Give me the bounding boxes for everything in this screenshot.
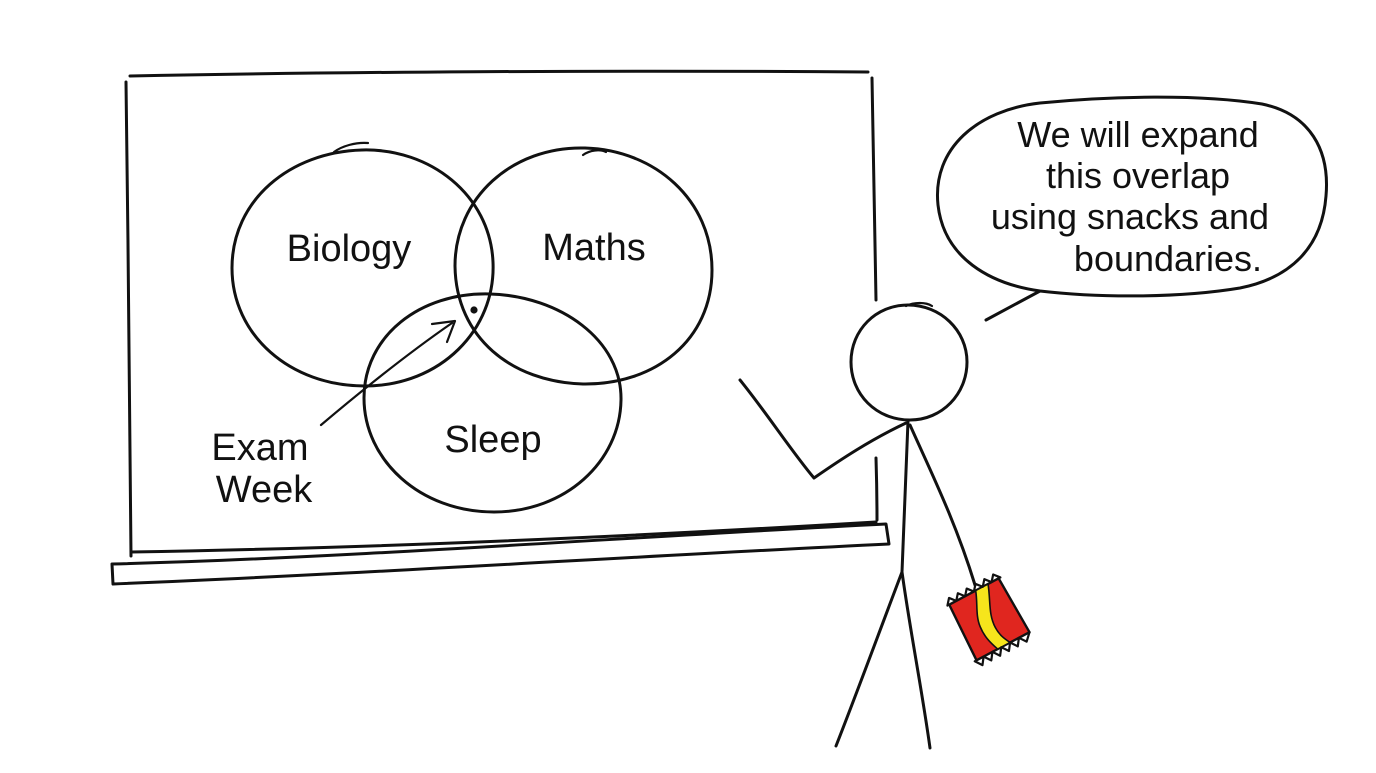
snack-bag-icon [946,573,1031,667]
stick-figure-snack-arm [908,423,977,587]
speech-bubble-line-4: boundaries. [1074,238,1262,279]
speech-bubble-line-1: We will expand [1017,114,1258,155]
venn-circle-biology-overstroke [332,141,370,154]
speech-bubble-outline [935,95,1328,322]
snack-bag-bottom-crimp [973,631,1031,667]
whiteboard-right-edge [870,76,879,522]
exam-week-arrow-line [319,321,454,427]
venn-circle-maths [453,146,714,386]
stick-figure-head [849,303,969,422]
stick-figure-body [900,419,910,574]
speech-bubble-line-2: this overlap [1046,155,1230,196]
venn-label-biology: Biology [287,228,412,270]
whiteboard [110,69,891,586]
venn-diagram: Biology Maths Sleep Exam Week [211,141,714,514]
whiteboard-top-edge [128,69,870,78]
annotation-label-line1: Exam [211,427,308,469]
venn-label-maths: Maths [542,227,645,269]
whiteboard-marker-tray [110,522,891,586]
stick-figure-pointing-arm [738,378,908,480]
stick-figure [738,301,977,750]
stick-figure-head-overstroke [904,301,934,308]
exam-week-arrow-head [430,319,457,344]
venn-circle-sleep [362,292,623,514]
speech-bubble: We will expand this overlap using snacks… [935,95,1328,322]
speech-bubble-line-3: using snacks and [991,196,1269,237]
whiteboard-left-edge [124,80,133,558]
stick-figure-right-leg [900,570,932,750]
annotation-label-line2: Week [216,469,313,511]
venn-label-sleep: Sleep [444,419,541,461]
venn-center-dot [470,306,478,314]
whiteboard-bottom-edge [129,520,878,554]
venn-circle-maths-overstroke [581,149,608,157]
stick-figure-left-leg [834,570,904,748]
snack-bag-top-crimp [946,573,1002,607]
